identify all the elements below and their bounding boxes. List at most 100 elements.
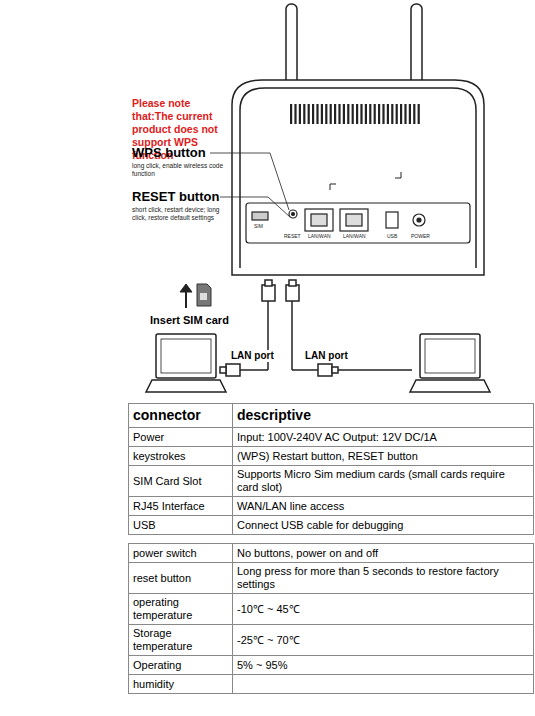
vent-grille — [312, 104, 314, 124]
table-cell: RJ45 Interface — [129, 497, 233, 516]
table-cell: reset button — [129, 563, 233, 594]
lan-cable — [220, 367, 226, 373]
sim-insert-arrow — [185, 290, 187, 308]
cell-text: Supports Micro Sim medium cards (small c… — [237, 468, 505, 493]
back-panel — [413, 214, 425, 226]
vent-grille — [290, 104, 292, 124]
lan-cable — [292, 369, 318, 371]
cell-text: -25℃ ~ 70℃ — [237, 634, 300, 646]
vent-grille — [396, 104, 398, 124]
vent-grille — [330, 104, 332, 124]
instruction-label: Insert SIM card — [150, 314, 229, 327]
cell-text: Input: 100V-240V AC Output: 12V DC/1A — [237, 431, 437, 443]
back-panel — [252, 212, 268, 220]
vent-grille — [299, 104, 301, 124]
table-cell: Operating — [129, 656, 233, 675]
vent-grille — [352, 104, 354, 124]
port-label: POWER — [411, 233, 430, 239]
laptop — [146, 334, 490, 392]
sim-insert-arrow — [197, 284, 211, 306]
table-cell: Long press for more than 5 seconds to re… — [233, 563, 534, 594]
lan-cable — [226, 364, 240, 376]
table-cell: Storage temperature — [129, 625, 233, 656]
lan-cable — [338, 369, 412, 371]
table-cell: humidity — [129, 675, 233, 694]
table-cell — [233, 675, 534, 694]
port-label: SIM — [254, 223, 263, 229]
vent-grille — [413, 104, 415, 124]
table-cell: SIM Card Slot — [129, 466, 233, 497]
vent-grille — [391, 104, 393, 124]
cell-text: connector — [133, 407, 201, 423]
table-cell: Supports Micro Sim medium cards (small c… — [233, 466, 534, 497]
vent-grille — [347, 104, 349, 124]
vent-grille — [356, 104, 358, 124]
cell-text: Connect USB cable for debugging — [237, 519, 403, 531]
cell-text: (WPS) Restart button, RESET button — [237, 450, 418, 462]
laptop — [425, 339, 475, 373]
back-panel — [311, 214, 327, 226]
antenna — [411, 4, 422, 90]
cell-text: Operating — [133, 659, 181, 671]
lan-cable — [291, 301, 293, 370]
router-body — [232, 80, 484, 275]
vent-grille — [360, 104, 362, 124]
leader-line — [220, 197, 290, 217]
vent-grille — [382, 104, 384, 124]
lan-cable — [240, 369, 268, 371]
spec-table: connector descriptivePower Input: 100V-240… — [128, 403, 534, 535]
vent-grille — [308, 104, 310, 124]
vent-grille — [365, 104, 367, 124]
cell-text: 5% ~ 95% — [237, 659, 287, 671]
sim-insert-arrow — [200, 293, 207, 300]
back-panel — [386, 212, 398, 228]
cell-text: keystrokes — [133, 450, 186, 462]
back-panel — [246, 203, 470, 243]
table-cell: No buttons, power on and off — [233, 544, 534, 563]
table-cell: WAN/LAN line access — [233, 497, 534, 516]
port-label: LAN port — [304, 350, 349, 362]
laptop — [146, 380, 226, 392]
back-panel — [246, 203, 470, 243]
laptop — [161, 339, 211, 373]
sim-insert-arrow — [180, 284, 192, 292]
cell-text: -10℃ ~ 45℃ — [237, 603, 300, 615]
cell-text: reset button — [133, 572, 191, 584]
button-description: long click, enable wireless code functio… — [132, 162, 224, 178]
lan-cable — [332, 367, 338, 373]
router-illustration — [0, 0, 535, 400]
lan-cable — [289, 280, 296, 286]
cell-text: WAN/LAN line access — [237, 500, 344, 512]
table-cell: Power — [129, 428, 233, 447]
table-cell: -25℃ ~ 70℃ — [233, 625, 534, 656]
vent-grille — [325, 104, 327, 124]
cell-text: SIM Card Slot — [133, 475, 201, 487]
button-title: RESET button — [132, 189, 232, 204]
vent-grille — [400, 104, 402, 124]
vent-grille — [374, 104, 376, 124]
lan-cable — [220, 280, 412, 376]
corner-marks — [395, 172, 401, 178]
laptop — [156, 334, 216, 378]
lan-cable — [286, 285, 299, 301]
router-body — [240, 88, 476, 268]
vent-grille — [321, 104, 323, 124]
cell-text: Power — [133, 431, 164, 443]
port-label: LAN port — [230, 350, 275, 362]
table-cell: keystrokes — [129, 447, 233, 466]
cell-text: Storage temperature — [133, 627, 192, 652]
port-label: LAN/WAN — [308, 233, 331, 239]
corner-marks — [330, 184, 336, 190]
back-panel — [346, 214, 362, 226]
antenna — [286, 4, 422, 90]
port-label: USB — [387, 233, 397, 239]
back-panel — [340, 209, 368, 231]
table-cell: Connect USB cable for debugging — [233, 516, 534, 535]
table-cell: descriptive — [233, 404, 534, 428]
vent-grille — [334, 104, 336, 124]
table-cell: power switch — [129, 544, 233, 563]
cell-text: humidity — [133, 678, 174, 690]
vent-grille — [290, 104, 420, 124]
vent-grille — [338, 104, 340, 124]
back-panel — [289, 210, 297, 218]
